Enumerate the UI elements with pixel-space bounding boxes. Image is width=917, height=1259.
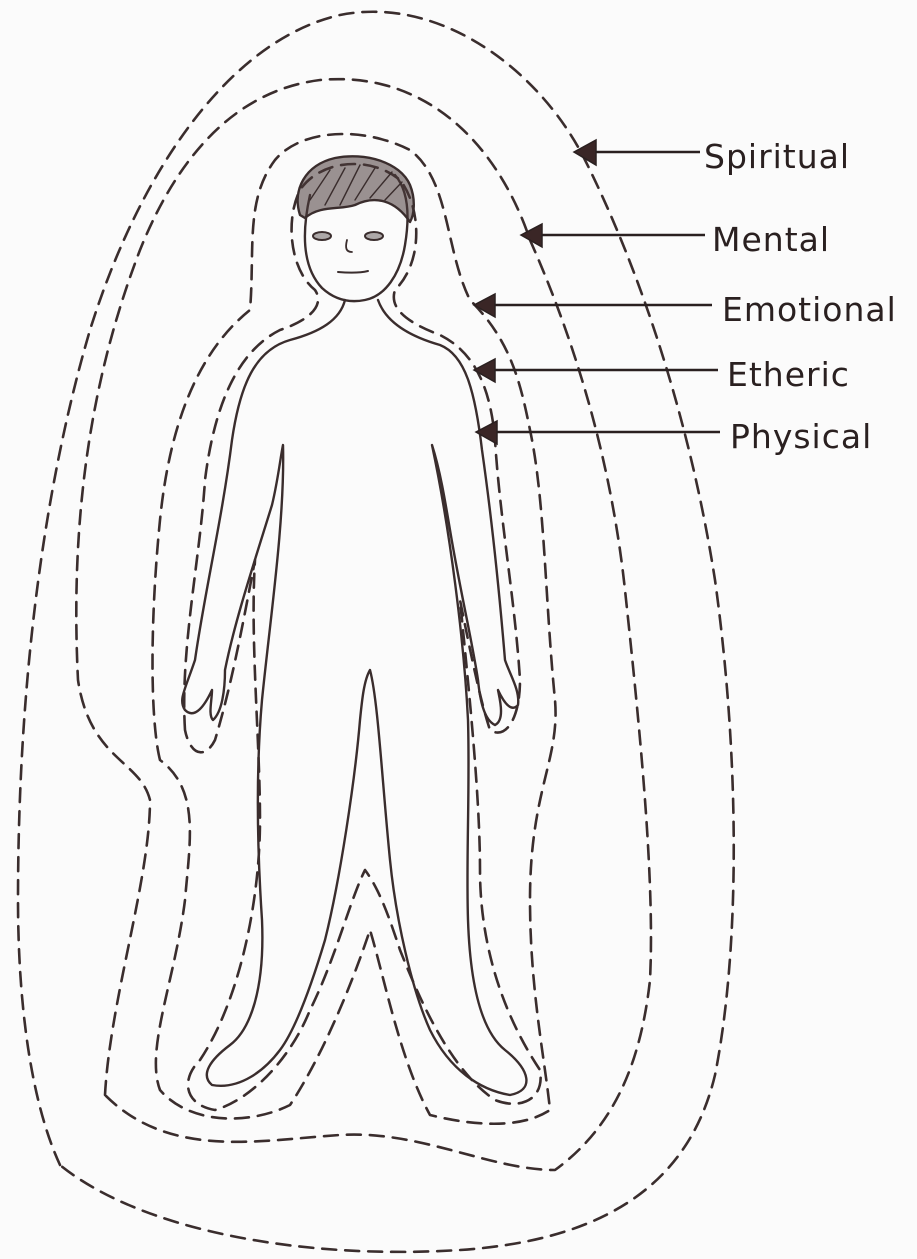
label-etheric: Etheric [727,355,850,394]
left-eye [313,232,331,240]
mental-arrow [521,224,705,247]
label-mental: Mental [712,220,830,259]
spiritual-arrow [574,140,700,165]
right-eye [365,232,383,240]
label-spiritual: Spiritual [704,137,850,176]
hair-shape [298,156,414,222]
mental-layer-outline [76,79,651,1170]
emotional-arrow [474,294,712,317]
label-physical: Physical [730,417,872,456]
mouth [338,271,368,273]
label-emotional: Emotional [722,290,897,329]
nose [346,240,352,252]
physical-body-outline [182,300,526,1095]
